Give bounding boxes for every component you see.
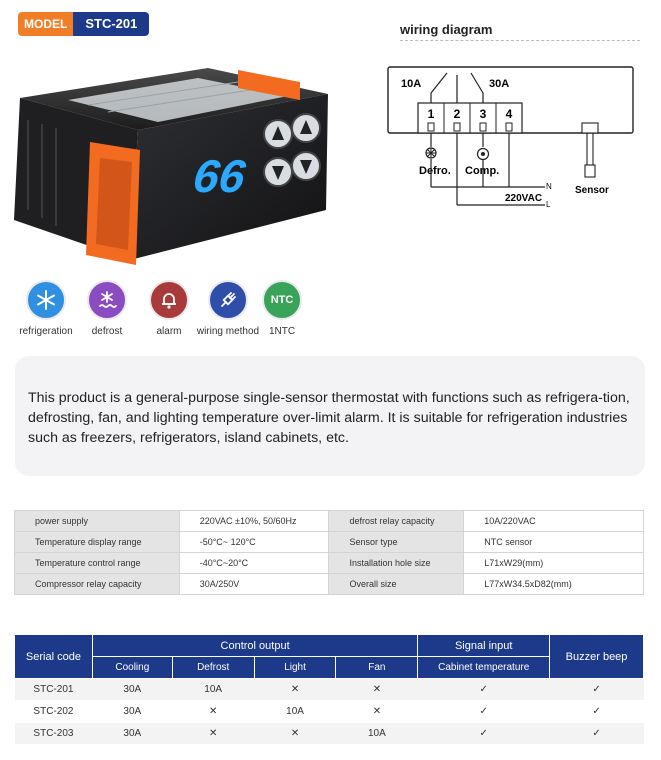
wiring-diagram: 1 2 3 4 10A 30A Defro. Comp. N L 220VAC [387, 66, 634, 209]
spec-label: Overall size [328, 573, 465, 595]
cell: ✕ [335, 700, 418, 723]
snowflake-icon [26, 280, 66, 320]
cabinet-temperature-header: Cabinet temperature [417, 656, 551, 679]
sensor-icon [581, 122, 599, 178]
table-row: STC-201 30A 10A ✕ ✕ ✓ ✓ [14, 678, 644, 701]
spec-label: power supply [14, 510, 180, 532]
spec-label: Sensor type [328, 531, 465, 553]
cooling-header: Cooling [91, 656, 173, 679]
spec-value: 220VAC ±10%, 50/60Hz [178, 510, 330, 532]
voltage-label: 220VAC [505, 193, 542, 204]
signal-input-header: Signal input [417, 634, 551, 657]
light-header: Light [253, 656, 337, 679]
compressor-icon [476, 147, 490, 161]
product-table: Serial code Control output Signal input … [14, 634, 644, 745]
spec-label: defrost relay capacity [328, 510, 465, 532]
spec-value: L77xW34.5xD82(mm) [463, 573, 644, 595]
cell: ✓ [417, 678, 550, 701]
live-label: L [546, 200, 551, 209]
cell: STC-203 [14, 722, 93, 745]
cell: ✕ [254, 722, 336, 745]
relay-30a-label: 30A [489, 78, 509, 90]
relay-10a-label: 10A [401, 78, 421, 90]
description-text: This product is a general-purpose single… [28, 390, 630, 446]
sensor-label: Sensor [575, 185, 609, 196]
plug-icon [208, 280, 248, 320]
terminal-4: 4 [506, 107, 513, 121]
spec-value: -40°C~20°C [178, 552, 330, 574]
model-badge: MODEL STC-201 [18, 12, 150, 36]
cell: STC-202 [14, 700, 93, 723]
terminal-1: 1 [428, 107, 435, 121]
feature-label: 1NTC [268, 326, 296, 337]
table-row: STC-203 30A ✕ ✕ 10A ✓ ✓ [14, 722, 644, 745]
defro-label: Defro. [419, 165, 451, 177]
ntc-icon-text: NTC [270, 294, 294, 306]
cell: ✕ [335, 678, 418, 701]
feature-label: defrost [91, 326, 123, 337]
comp-label: Comp. [465, 165, 499, 177]
cell: 30A [92, 700, 173, 723]
display-digits: 66 [190, 150, 249, 202]
serial-code-header: Serial code [14, 634, 93, 679]
spec-label: Temperature display range [14, 531, 180, 553]
spec-label: Temperature control range [14, 552, 180, 574]
ntc-icon: NTC [262, 280, 302, 320]
feature-ntc: NTC 1NTC [246, 280, 318, 337]
wiring-diagram-title: wiring diagram [400, 22, 493, 37]
feature-wiring-method: wiring method [192, 280, 264, 337]
spec-row: Temperature control range -40°C~20°C Ins… [14, 552, 644, 574]
spec-value: 30A/250V [178, 573, 330, 595]
cell: 30A [92, 678, 173, 701]
defrost-heater-icon [425, 147, 437, 159]
cell: ✕ [172, 700, 255, 723]
cell: 10A [335, 722, 418, 745]
spec-row: power supply 220VAC ±10%, 50/60Hz defros… [14, 510, 644, 532]
spec-row: Compressor relay capacity 30A/250V Overa… [14, 573, 644, 595]
defrost-header: Defrost [171, 656, 255, 679]
description-panel [15, 356, 645, 476]
spec-value: 10A/220VAC [463, 510, 644, 532]
spec-table: power supply 220VAC ±10%, 50/60Hz defros… [14, 510, 644, 595]
cell: ✕ [254, 678, 336, 701]
spec-value: NTC sensor [463, 531, 644, 553]
feature-defrost: defrost [71, 280, 143, 337]
buzzer-beep-header: Buzzer beep [549, 634, 644, 679]
cell: ✓ [549, 722, 644, 745]
cell: ✓ [549, 700, 644, 723]
cell: ✓ [549, 678, 644, 701]
neutral-label: N [546, 182, 552, 191]
feature-label: alarm [156, 326, 182, 337]
spec-row: Temperature display range -50°C~ 120°C S… [14, 531, 644, 553]
control-output-header: Control output [91, 634, 419, 657]
feature-label: wiring method [196, 326, 260, 337]
cell: 30A [92, 722, 173, 745]
spec-label: Installation hole size [328, 552, 465, 574]
feature-alarm: alarm [133, 280, 205, 337]
cell: ✓ [417, 722, 550, 745]
terminal-2: 2 [454, 107, 461, 121]
spec-label: Compressor relay capacity [14, 573, 180, 595]
terminal-3: 3 [480, 107, 487, 121]
cell: 10A [172, 678, 255, 701]
cell: ✓ [417, 700, 550, 723]
cell: ✕ [172, 722, 255, 745]
feature-label: refrigeration [19, 326, 73, 337]
model-label: MODEL [18, 12, 74, 36]
table-row: STC-202 30A ✕ 10A ✕ ✓ ✓ [14, 700, 644, 723]
spec-value: -50°C~ 120°C [178, 531, 330, 553]
feature-refrigeration: refrigeration [10, 280, 82, 337]
cell: 10A [254, 700, 336, 723]
spec-value: L71xW29(mm) [463, 552, 644, 574]
cell: STC-201 [14, 678, 93, 701]
defrost-icon [87, 280, 127, 320]
wiring-title-divider [400, 40, 640, 41]
model-code: STC-201 [73, 12, 150, 36]
thermostat-device-image: 66 [14, 68, 328, 265]
fan-header: Fan [335, 656, 419, 679]
bell-icon [149, 280, 189, 320]
